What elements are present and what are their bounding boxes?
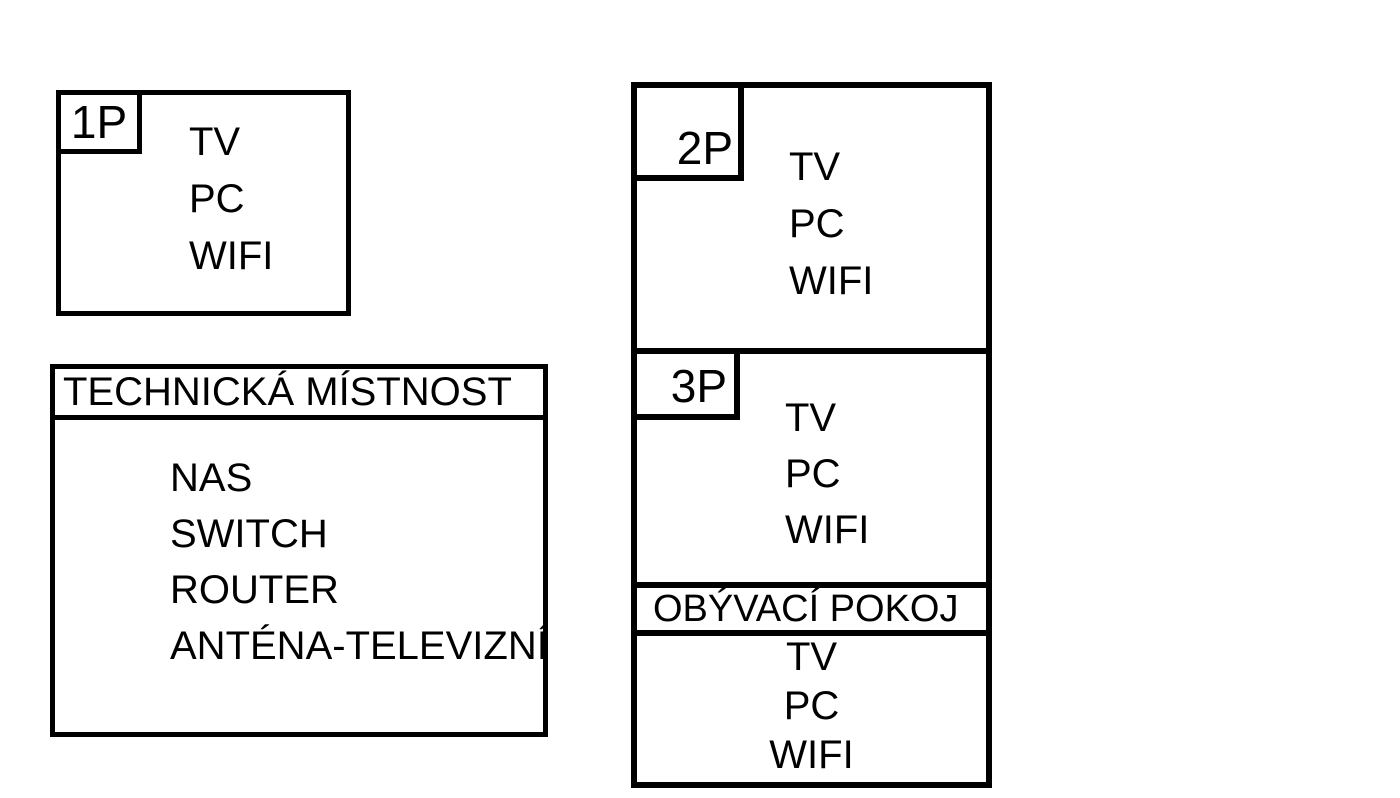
room-3p-device-wifi: WIFI xyxy=(785,508,870,552)
floors-column-box: 2P TV PC WIFI 3P TV PC WIFI OBÝVACÍ POKO… xyxy=(631,82,992,788)
tech-room-header: TECHNICKÁ MÍSTNOST xyxy=(55,369,543,420)
room-1p-device-tv: TV xyxy=(189,120,241,164)
tech-room-title: TECHNICKÁ MÍSTNOST xyxy=(63,369,512,414)
tech-equipment-router: ROUTER xyxy=(170,568,339,612)
room-3p-device-tv: TV xyxy=(785,396,837,440)
room-2p-section: 2P TV PC WIFI xyxy=(631,82,986,348)
tech-equipment-switch: SWITCH xyxy=(170,512,328,556)
room-3p-section: 3P TV PC WIFI xyxy=(631,348,986,582)
room-3p-device-pc: PC xyxy=(785,452,841,496)
living-room-title: OBÝVACÍ POKOJ xyxy=(653,587,959,630)
living-room-device-tv: TV xyxy=(785,635,838,679)
room-2p-device-tv: TV xyxy=(789,145,841,189)
living-room-section: TV PC WIFI xyxy=(637,630,986,782)
tech-equipment-antenna: ANTÉNA-TELEVIZNÍ xyxy=(170,624,548,668)
living-room-header: OBÝVACÍ POKOJ xyxy=(637,582,986,630)
tech-room-equipment-list: NAS SWITCH ROUTER ANTÉNA-TELEVIZNÍ xyxy=(170,450,548,674)
room-1p-tab: 1P xyxy=(56,90,142,154)
room-1p-floor-label: 1P xyxy=(70,96,128,148)
living-room-device-pc: PC xyxy=(783,684,840,728)
room-2p-tab: 2P xyxy=(631,82,744,181)
room-2p-device-wifi: WIFI xyxy=(789,259,874,303)
living-room-device-wifi: WIFI xyxy=(769,733,854,777)
room-1p-device-list: TV PC WIFI xyxy=(189,114,273,285)
living-room-device-list: TV PC WIFI xyxy=(637,633,986,780)
room-1p-box: 1P TV PC WIFI xyxy=(56,90,351,316)
room-2p-floor-label: 2P xyxy=(676,122,733,174)
tech-equipment-nas: NAS xyxy=(170,456,253,500)
room-3p-tab: 3P xyxy=(631,348,740,420)
room-3p-device-list: TV PC WIFI xyxy=(785,390,869,558)
room-3p-floor-label: 3P xyxy=(670,360,727,412)
room-1p-device-wifi: WIFI xyxy=(189,234,274,278)
room-2p-device-list: TV PC WIFI xyxy=(789,139,873,310)
room-1p-device-pc: PC xyxy=(189,177,245,221)
tech-room-box: TECHNICKÁ MÍSTNOST NAS SWITCH ROUTER ANT… xyxy=(50,364,548,737)
room-2p-device-pc: PC xyxy=(789,202,845,246)
